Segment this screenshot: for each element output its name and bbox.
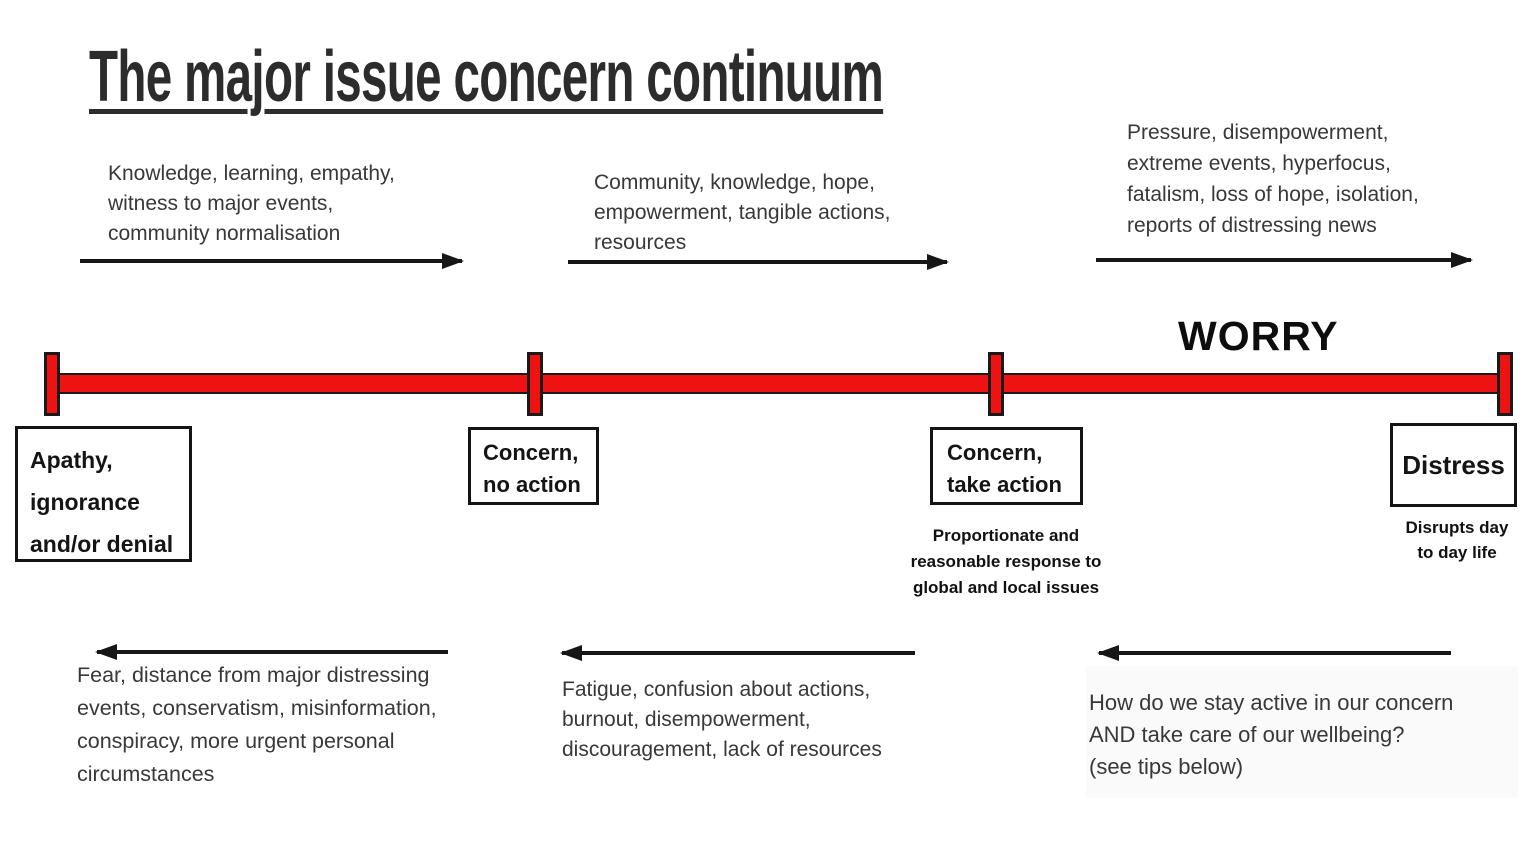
continuum-tick-apathy bbox=[44, 352, 60, 416]
annotation-fatigue-burnout: Fatigue, confusion about actions, burnou… bbox=[562, 678, 882, 761]
worry-label: WORRY bbox=[1178, 313, 1339, 359]
continuum-tick-concern-no-action bbox=[527, 352, 543, 416]
arrow-left-icon bbox=[562, 651, 915, 655]
annotation-knowledge-learning: Knowledge, learning, empathy, witness to… bbox=[108, 162, 395, 245]
stage-box-apathy: Apathy, ignorance and/or denial bbox=[15, 426, 192, 562]
stage-box-distress: Distress bbox=[1390, 423, 1517, 507]
stage-caption-disrupts-life: Disrupts day to day life bbox=[1405, 518, 1509, 562]
arrow-left-icon bbox=[1099, 651, 1451, 655]
continuum-tick-concern-take-action bbox=[988, 352, 1004, 416]
annotation-pressure-disempowerment: Pressure, disempowerment, extreme events… bbox=[1127, 121, 1419, 237]
stage-caption-proportionate-response: Proportionate and reasonable response to… bbox=[910, 526, 1102, 597]
annotation-fear-distance: Fear, distance from major distressing ev… bbox=[77, 663, 437, 786]
arrow-right-icon bbox=[80, 259, 462, 263]
arrow-right-icon bbox=[568, 260, 947, 264]
stage-box-concern-take-action: Concern, take action bbox=[930, 427, 1083, 505]
faint-highlight-panel bbox=[1086, 666, 1518, 798]
continuum-bar bbox=[46, 373, 1512, 394]
page-title: The major issue concern continuum bbox=[89, 37, 884, 117]
stage-box-concern-no-action: Concern, no action bbox=[468, 427, 599, 505]
continuum-tick-distress bbox=[1497, 352, 1513, 416]
annotation-community-knowledge: Community, knowledge, hope, empowerment,… bbox=[594, 171, 891, 254]
arrow-left-icon bbox=[97, 650, 448, 654]
annotation-stay-active-wellbeing: How do we stay active in our concern AND… bbox=[1089, 690, 1454, 779]
arrow-right-icon bbox=[1096, 258, 1471, 262]
